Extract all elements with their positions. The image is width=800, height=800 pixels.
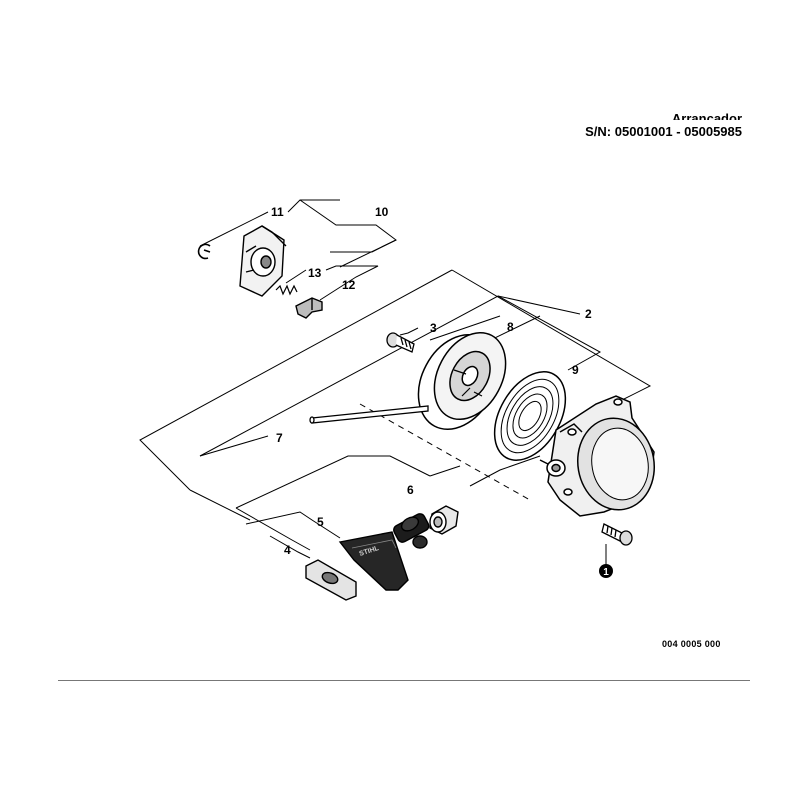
pawl-part-12 [295, 297, 323, 319]
frame-6 [235, 455, 431, 509]
leader-7 [199, 435, 269, 457]
callout-4: 4 [284, 543, 291, 557]
callout-1: 1 [603, 567, 609, 578]
frame-6-left [235, 507, 311, 551]
callout-13: 13 [308, 266, 322, 280]
leader-12 [319, 265, 379, 301]
leader-lines [139, 199, 652, 568]
footer-rule [58, 680, 750, 681]
diagram-title: Arrancador [671, 111, 742, 120]
callout-6: 6 [407, 483, 414, 497]
callout-3: 3 [430, 321, 437, 335]
callout-5: 5 [317, 515, 324, 529]
frame-left [139, 269, 453, 491]
screw-part-3 [386, 332, 415, 353]
callout-1-badge: 1 [599, 564, 613, 578]
callout-9: 9 [572, 363, 579, 377]
screw-part-1 [601, 523, 633, 546]
callout-11: 11 [271, 205, 284, 219]
starter-rope-part-7 [309, 405, 429, 424]
callout-12: 12 [342, 278, 356, 292]
drawing-code: 004 0005 000 [662, 639, 721, 649]
starter-grip-part-5 [338, 513, 430, 591]
serial-range: S/N: 05001001 - 05005985 [585, 124, 742, 139]
callout-7: 7 [276, 431, 283, 445]
leader-9-line [497, 295, 602, 371]
leader-3 [399, 327, 419, 336]
callout-10: 10 [375, 205, 389, 219]
leader-8 [429, 315, 501, 341]
leader-7-down [189, 489, 251, 521]
circlip-part-11 [197, 243, 211, 260]
leader-2-frame [451, 269, 652, 403]
rope-rotor-part-8 [417, 331, 507, 431]
leader-13 [285, 269, 307, 284]
frame-5 [245, 511, 341, 539]
callout-2: 2 [585, 307, 592, 321]
callout-8: 8 [507, 320, 514, 334]
grip-insert-part-4 [305, 559, 357, 601]
bushing-part-6 [429, 505, 459, 535]
pawl-carrier-part-10 [239, 225, 287, 297]
leader-11 [199, 211, 269, 247]
fan-housing-part-2 [539, 395, 656, 517]
leader-6 [429, 465, 461, 477]
leader-6b [469, 455, 541, 487]
leader-4 [269, 535, 311, 559]
spring-part-13 [275, 284, 298, 296]
leader-10-inner [330, 239, 397, 253]
